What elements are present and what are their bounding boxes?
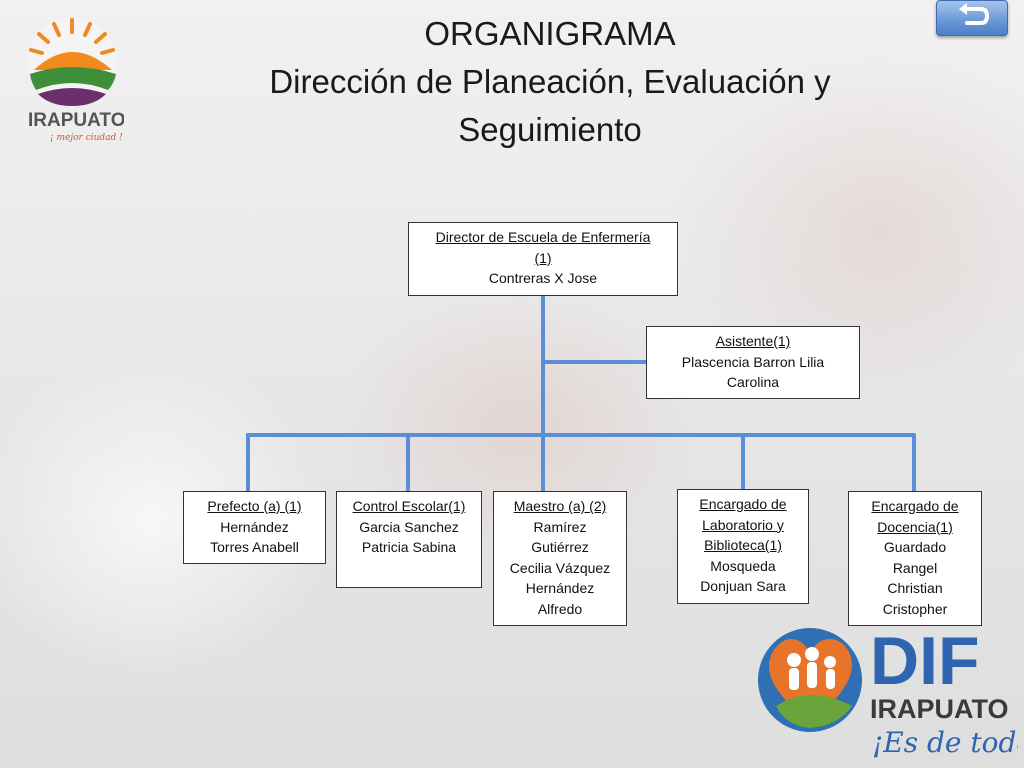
- docencia-name-2: Rangel: [892, 559, 938, 576]
- node-maestro: Maestro (a) (2) Ramírez Gutiérrez Cecili…: [493, 491, 627, 626]
- laboratorio-role-3: Biblioteca(1): [704, 537, 782, 553]
- control-name-2: Patricia Sabina: [361, 539, 457, 555]
- prefecto-name-1: Hernández: [220, 518, 289, 535]
- dif-irapuato-logo: DIF IRAPUATO ¡Es de todos!: [758, 623, 1018, 759]
- maestro-role: Maestro (a) (2): [513, 498, 607, 514]
- node-asistente: Asistente(1) Plascencia Barron Lilia Car…: [646, 326, 860, 399]
- maestro-name-1: Ramírez: [533, 518, 587, 535]
- control-name-1: Garcia Sanchez: [359, 518, 459, 535]
- docencia-role-1: Encargado de: [871, 498, 959, 514]
- page-title: ORGANIGRAMA Dirección de Planeación, Eva…: [180, 10, 920, 154]
- director-name: Contreras X Jose: [488, 270, 598, 286]
- dif-slogan: ¡Es de todos!: [872, 726, 1018, 759]
- docencia-name-4: Cristopher: [882, 600, 948, 617]
- irapuato-logo: IRAPUATO ¡ mejor ciudad !: [28, 18, 124, 143]
- irapuato-slogan: ¡ mejor ciudad !: [50, 133, 123, 143]
- maestro-name-4: Hernández: [525, 580, 595, 596]
- return-button[interactable]: [936, 0, 1008, 36]
- node-prefecto: Prefecto (a) (1) Hernández Torres Anabel…: [183, 491, 326, 564]
- title-line-3: Seguimiento: [458, 111, 642, 148]
- control-role: Control Escolar(1): [352, 498, 466, 514]
- title-line-1: ORGANIGRAMA: [424, 15, 676, 52]
- title-line-2: Dirección de Planeación, Evaluación y: [269, 63, 831, 100]
- asistente-name-1: Plascencia Barron Lilia: [681, 353, 825, 370]
- maestro-name-5: Alfredo: [537, 600, 583, 617]
- asistente-role: Asistente(1): [715, 333, 791, 349]
- asistente-name-2: Carolina: [726, 374, 780, 390]
- node-control-escolar: Control Escolar(1) Garcia Sanchez Patric…: [336, 491, 482, 588]
- node-docencia: Encargado de Docencia(1) Guardado Rangel…: [848, 491, 982, 626]
- docencia-name-3: Christian: [887, 580, 943, 596]
- return-arrow-icon: [959, 3, 990, 25]
- node-laboratorio: Encargado de Laboratorio y Biblioteca(1)…: [677, 489, 809, 604]
- director-count: (1): [534, 249, 552, 266]
- director-role: Director de Escuela de Enfermería: [435, 229, 651, 245]
- irapuato-name: IRAPUATO: [28, 110, 124, 131]
- prefecto-name-2: Torres Anabell: [210, 539, 299, 555]
- node-director: Director de Escuela de Enfermería (1) Co…: [408, 222, 678, 296]
- laboratorio-role-1: Encargado de: [699, 496, 787, 512]
- laboratorio-name-1: Mosqueda: [710, 557, 776, 574]
- prefecto-role: Prefecto (a) (1): [207, 498, 302, 514]
- docencia-role-2: Docencia(1): [877, 518, 953, 535]
- maestro-name-3: Cecilia Vázquez: [509, 559, 611, 576]
- laboratorio-name-2: Donjuan Sara: [700, 578, 786, 594]
- dif-city: IRAPUATO: [870, 694, 1009, 724]
- dif-name: DIF: [870, 623, 980, 699]
- maestro-name-2: Gutiérrez: [531, 539, 589, 555]
- docencia-name-1: Guardado: [883, 539, 947, 555]
- laboratorio-role-2: Laboratorio y: [702, 516, 784, 533]
